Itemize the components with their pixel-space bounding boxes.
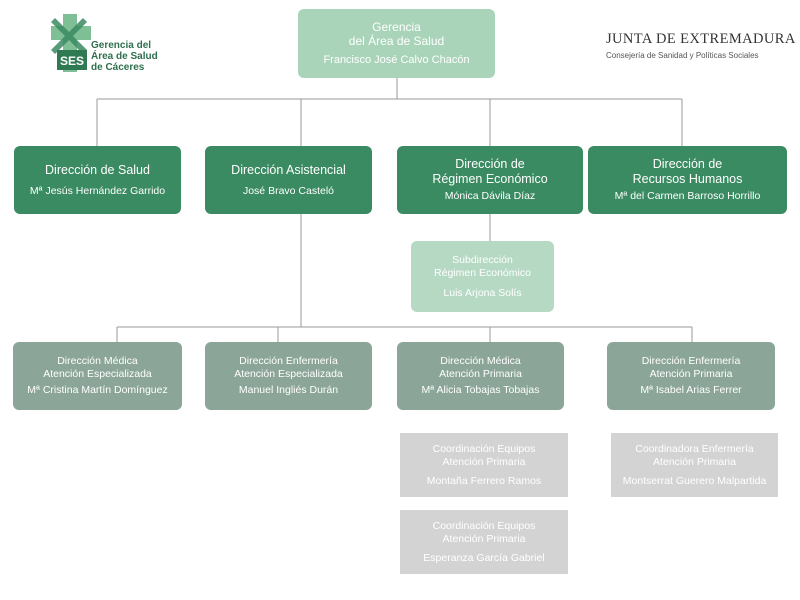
coordinacion-title: Coordinación Equipos Atención Primaria [432,519,536,545]
direccion-name: José Bravo Casteló [242,184,335,197]
direccion-enfermeria-especializada-box: Dirección Enfermería Atención Especializ… [205,342,372,410]
direccion-medica-primaria-box: Dirección Médica Atención Primaria Mª Al… [397,342,564,410]
direccion-asistencial-box: Dirección Asistencial José Bravo Casteló [205,146,372,214]
coordinacion-title: Coordinadora Enfermería Atención Primari… [635,442,754,468]
nivel3-title: Dirección Médica Atención Primaria [439,355,522,380]
direccion-title: Dirección de Recursos Humanos [632,157,743,186]
junta-title: JUNTA DE EXTREMADURA [606,31,796,47]
direccion-medica-especializada-box: Dirección Médica Atención Especializada … [13,342,182,410]
gerencia-name: Francisco José Calvo Chacón [323,54,470,66]
coordinacion-name: Montaña Ferrero Ramos [426,474,542,487]
nivel3-name: Mª Cristina Martín Domínguez [27,384,168,396]
direccion-name: Mª del Carmen Barroso Horrillo [614,190,761,202]
nivel3-name: Manuel Ingliés Durán [238,384,339,396]
direccion-recursos-humanos-box: Dirección de Recursos Humanos Mª del Car… [588,146,787,214]
gerencia-box: Gerencia del Área de Salud Francisco Jos… [298,9,495,78]
direccion-title: Dirección Asistencial [231,162,346,177]
junta-subtitle: Consejería de Sanidad y Políticas Social… [606,51,759,60]
coordinacion-name: Montserrat Guerero Malpartida [622,474,767,487]
coordinacion-title: Coordinación Equipos Atención Primaria [432,442,536,468]
subdireccion-box: Subdirección Régimen Económico Luis Arjo… [411,241,554,312]
nivel3-title: Dirección Enfermería Atención Especializ… [234,355,343,380]
direccion-enfermeria-primaria-box: Dirección Enfermería Atención Primaria M… [607,342,775,410]
direccion-regimen-economico-box: Dirección de Régimen Económico Mónica Dá… [397,146,583,214]
ses-cross-icon: SES [51,14,91,72]
nivel3-name: Mª Alicia Tobajas Tobajas [421,384,540,396]
gerencia-title: Gerencia del Área de Salud [348,20,445,48]
subdireccion-title: Subdirección Régimen Económico [434,253,531,279]
ses-logo: SES [49,12,179,74]
coordinacion-equipos-box-1: Coordinación Equipos Atención Primaria M… [400,433,568,497]
ses-badge-text: SES [60,54,84,68]
direccion-title: Dirección de Régimen Económico [432,157,548,186]
nivel3-title: Dirección Enfermería Atención Primaria [641,355,741,380]
coordinacion-equipos-box-2: Coordinación Equipos Atención Primaria E… [400,510,568,574]
nivel3-name: Mª Isabel Arias Ferrer [640,384,742,396]
direccion-name: Mª Jesús Hernández Garrido [29,184,166,197]
direccion-name: Mónica Dávila Díaz [444,190,536,202]
ses-logo-text: Gerencia del Área de Salud de Cáceres [91,40,158,73]
subdireccion-name: Luis Arjona Solís [443,286,522,299]
direccion-salud-box: Dirección de Salud Mª Jesús Hernández Ga… [14,146,181,214]
direccion-title: Dirección de Salud [45,162,150,177]
nivel3-title: Dirección Médica Atención Especializada [43,355,152,380]
coordinadora-enfermeria-box: Coordinadora Enfermería Atención Primari… [611,433,778,497]
coordinacion-name: Esperanza García Gabriel [423,551,545,564]
